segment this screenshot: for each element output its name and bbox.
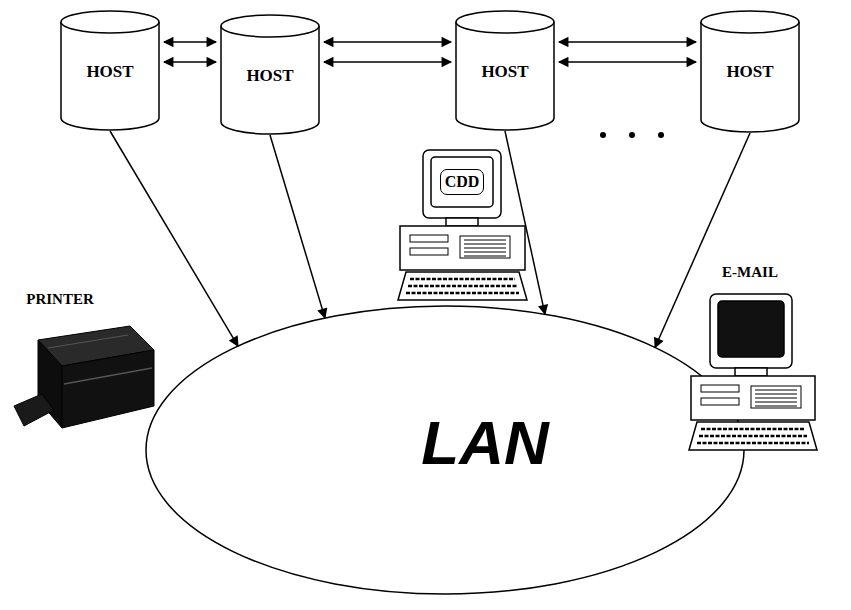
host-label: HOST (86, 62, 133, 82)
cylinder-top (456, 11, 554, 33)
vent-line (464, 248, 506, 249)
link-arrow (324, 61, 451, 63)
key-row (701, 428, 805, 431)
system-unit (691, 376, 815, 420)
host-cylinder: HOST (455, 10, 555, 130)
vent-line (464, 240, 506, 241)
host-cylinder: HOST (220, 14, 320, 134)
vent-line (755, 406, 797, 407)
continuation-dots (600, 132, 664, 138)
monitor-screen (718, 301, 784, 357)
monitor-stand (735, 368, 767, 376)
cylinder-body (456, 22, 554, 130)
drive-slot (701, 398, 739, 405)
key-row (697, 442, 809, 445)
host-cylinder: HOST (700, 10, 800, 132)
panel-vent (751, 386, 801, 408)
host-label: HOST (726, 62, 773, 82)
keyboard (398, 272, 527, 300)
cylinder-body (221, 26, 319, 134)
vent-line (755, 390, 797, 391)
monitor-case (710, 294, 792, 368)
printer-edge (48, 335, 128, 348)
cylinder-top (61, 11, 159, 33)
link-arrow (164, 61, 216, 63)
workstation-cdd: CDD (395, 148, 530, 308)
vent-line (464, 256, 506, 257)
system-unit (400, 226, 525, 270)
workstation-email: E-MAIL (688, 262, 818, 462)
device-label: PRINTER (26, 291, 94, 308)
keyboard (689, 422, 817, 450)
cylinder-body (61, 22, 159, 130)
dot (600, 132, 606, 138)
key-row (408, 285, 517, 288)
cylinder-top (701, 11, 799, 33)
network-label: LAN (421, 407, 548, 478)
link-arrow (559, 41, 696, 43)
drive-slot (410, 235, 448, 242)
key-row (410, 278, 515, 281)
link-arrow (559, 61, 696, 63)
key-row (699, 435, 807, 438)
host-cylinder: HOST (60, 10, 160, 130)
dot (658, 132, 664, 138)
device-label: CDD (440, 169, 485, 195)
vent-line (464, 244, 506, 245)
lan-ellipse (146, 306, 744, 594)
monitor-stand (446, 218, 478, 226)
panel-vent (460, 236, 510, 258)
node-outline (8, 288, 158, 438)
node-outline (688, 262, 818, 462)
vent-line (755, 402, 797, 403)
dot (629, 132, 635, 138)
lan-ring: LAN (145, 305, 745, 595)
link-arrow (324, 41, 451, 43)
cylinder-body (701, 22, 799, 132)
uplink-arrow (270, 135, 325, 318)
monitor-case (423, 150, 501, 218)
drive-slot (701, 385, 739, 392)
paper-tray (14, 394, 54, 426)
key-row (406, 292, 519, 295)
printer-front (62, 350, 154, 428)
printer-edge (64, 368, 152, 384)
drive-slot (410, 248, 448, 255)
link-arrow (164, 41, 216, 43)
cylinder-top (221, 15, 319, 37)
vent-line (755, 394, 797, 395)
host-label: HOST (481, 62, 528, 82)
device-label: E-MAIL (722, 264, 778, 281)
vent-line (464, 252, 506, 253)
vent-line (755, 398, 797, 399)
monitor-screen (431, 157, 493, 207)
uplink-arrow (110, 131, 238, 346)
host-label: HOST (246, 66, 293, 86)
printer-device: PRINTER (8, 288, 158, 438)
